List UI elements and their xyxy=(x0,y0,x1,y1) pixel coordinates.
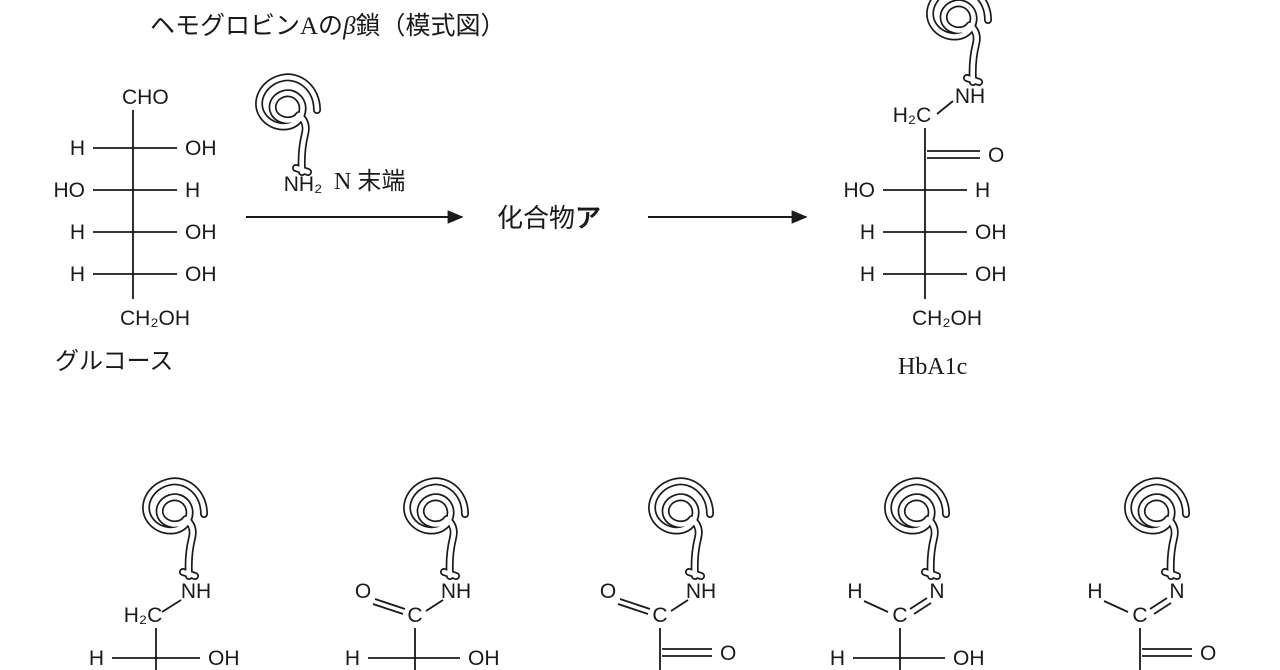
atom-label-ch2oh: CH₂OH xyxy=(120,307,190,330)
double-bond xyxy=(374,598,406,610)
title-beta: β xyxy=(342,13,356,40)
compound-prefix: 化合物 xyxy=(497,204,575,233)
atom-label: O xyxy=(1200,642,1216,665)
atom-label: NH xyxy=(441,580,471,603)
atom-label: OH xyxy=(975,221,1007,244)
atom-label: OH xyxy=(208,647,240,670)
atom-label: H xyxy=(830,647,845,670)
atom-label: H xyxy=(1087,580,1102,603)
atom-label: H xyxy=(185,179,200,202)
option-structure-4: H C N H OH xyxy=(830,481,985,670)
atom-label: OH xyxy=(975,263,1007,286)
bond xyxy=(863,600,889,613)
hba1c-structure: NH H₂C O HO H H OH H OH CH₂OH HbA1c xyxy=(844,0,1007,380)
double-bond xyxy=(909,597,928,610)
protein-coil-icon xyxy=(146,481,204,576)
atom-label: HO xyxy=(54,179,86,202)
atom-label: OH xyxy=(953,647,985,670)
double-bond xyxy=(619,598,651,610)
atom-label: H xyxy=(70,137,85,160)
atom-label: OH xyxy=(185,221,217,244)
atom-label: OH xyxy=(468,647,500,670)
bond xyxy=(425,599,444,612)
protein-coil-icon xyxy=(1128,481,1186,576)
atom-label-h2c: H₂C xyxy=(893,104,931,127)
atom-label-o: O xyxy=(988,144,1004,167)
atom-label: H xyxy=(860,221,875,244)
option-structure-3: O C NH O xyxy=(600,481,736,670)
atom-label: N xyxy=(1169,580,1184,603)
atom-label: C xyxy=(892,604,907,627)
atom-label: H₂C xyxy=(124,604,162,627)
atom-label: H xyxy=(345,647,360,670)
atom-label: C xyxy=(1132,604,1147,627)
bond xyxy=(936,100,954,115)
atom-label: H xyxy=(89,647,104,670)
option-structure-1: NH H₂C H OH xyxy=(89,481,240,670)
protein-coil-icon xyxy=(888,481,946,576)
amine-group-label: NH₂ xyxy=(284,173,322,196)
double-bond xyxy=(1153,602,1172,615)
protein-coil-icon xyxy=(407,481,465,576)
atom-label-cho: CHO xyxy=(122,86,169,109)
glucose-name-label: グルコース xyxy=(55,348,173,375)
atom-label: N xyxy=(929,580,944,603)
atom-label: NH xyxy=(181,580,211,603)
atom-label: HO xyxy=(844,179,876,202)
option-structure-2: O C NH H OH xyxy=(345,481,500,670)
compound-name: ア xyxy=(575,204,601,233)
protein-coil-icon xyxy=(259,77,317,172)
bond xyxy=(1103,600,1129,613)
atom-label: H xyxy=(860,263,875,286)
double-bond xyxy=(372,603,404,615)
atom-label: OH xyxy=(185,263,217,286)
bond xyxy=(670,599,689,612)
n-terminus-label: N 末端 xyxy=(334,168,405,195)
bond xyxy=(161,599,182,613)
double-bond xyxy=(913,602,932,615)
double-bond xyxy=(1149,597,1168,610)
atom-label: H xyxy=(847,580,862,603)
protein-coil-icon xyxy=(652,481,710,576)
atom-label: O xyxy=(600,580,616,603)
atom-label: H xyxy=(975,179,990,202)
atom-label: O xyxy=(355,580,371,603)
atom-label: C xyxy=(407,604,422,627)
diagram-title: ヘモグロビンAのβ鎖（模式図） xyxy=(150,12,506,40)
atom-label: OH xyxy=(185,137,217,160)
atom-label-nh: NH xyxy=(955,85,985,108)
protein-coil-icon xyxy=(930,0,988,82)
option-structure-5: H C N O xyxy=(1087,481,1216,670)
atom-label-ch2oh: CH₂OH xyxy=(912,307,982,330)
hemoglobin-reactant: NH₂ N 末端 xyxy=(259,77,405,196)
glucose-structure: CHO H OH HO H H OH H OH CH₂OH グルコース xyxy=(54,86,217,375)
atom-label: O xyxy=(720,642,736,665)
title-suffix: 鎖（模式図） xyxy=(356,12,506,40)
atom-label: C xyxy=(652,604,667,627)
compound-a-label: 化合物ア xyxy=(497,204,601,233)
atom-label: H xyxy=(70,221,85,244)
title-prefix: ヘモグロビンAの xyxy=(150,12,343,40)
double-bond xyxy=(617,603,649,615)
atom-label: NH xyxy=(686,580,716,603)
hba1c-name-label: HbA1c xyxy=(898,354,967,380)
atom-label: H xyxy=(70,263,85,286)
